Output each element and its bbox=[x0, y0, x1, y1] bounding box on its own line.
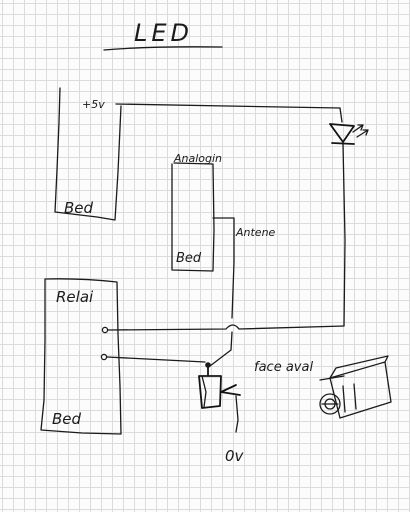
relay-switch-wire bbox=[106, 356, 206, 363]
led-icon bbox=[329, 123, 369, 145]
limit-switch-icon bbox=[319, 355, 392, 419]
diagram-title: LED bbox=[134, 19, 193, 47]
zero-v-label: 0v bbox=[225, 447, 245, 465]
relay-terminal-1 bbox=[101, 326, 109, 334]
relais-module bbox=[40, 278, 122, 435]
bed-mid-label: Bed bbox=[176, 251, 202, 266]
junction-dot bbox=[205, 362, 211, 368]
antenna-to-switch-wire bbox=[209, 331, 233, 367]
fass-auf-label: face aval bbox=[254, 360, 313, 375]
led-anode-wire bbox=[339, 107, 343, 123]
title-underline bbox=[103, 46, 223, 51]
antenna-wire bbox=[212, 217, 235, 319]
analogin-label: Analogin bbox=[173, 152, 222, 165]
relay-led-wire bbox=[107, 324, 345, 331]
bed-top-label: Bed bbox=[64, 199, 94, 217]
bed-module-middle bbox=[171, 162, 215, 272]
plus5v-label: +5v bbox=[82, 98, 105, 111]
antenne-label: Antene bbox=[235, 226, 276, 239]
relais-label: Relai bbox=[56, 288, 94, 306]
switch-component bbox=[198, 367, 241, 409]
led-cathode-wire bbox=[342, 143, 346, 327]
plus5v-wire bbox=[115, 103, 341, 109]
bed-bottom-label: Bed bbox=[52, 410, 82, 428]
relay-terminal-2 bbox=[100, 353, 108, 361]
bed-module-top bbox=[54, 87, 122, 221]
ground-wire bbox=[235, 395, 239, 433]
